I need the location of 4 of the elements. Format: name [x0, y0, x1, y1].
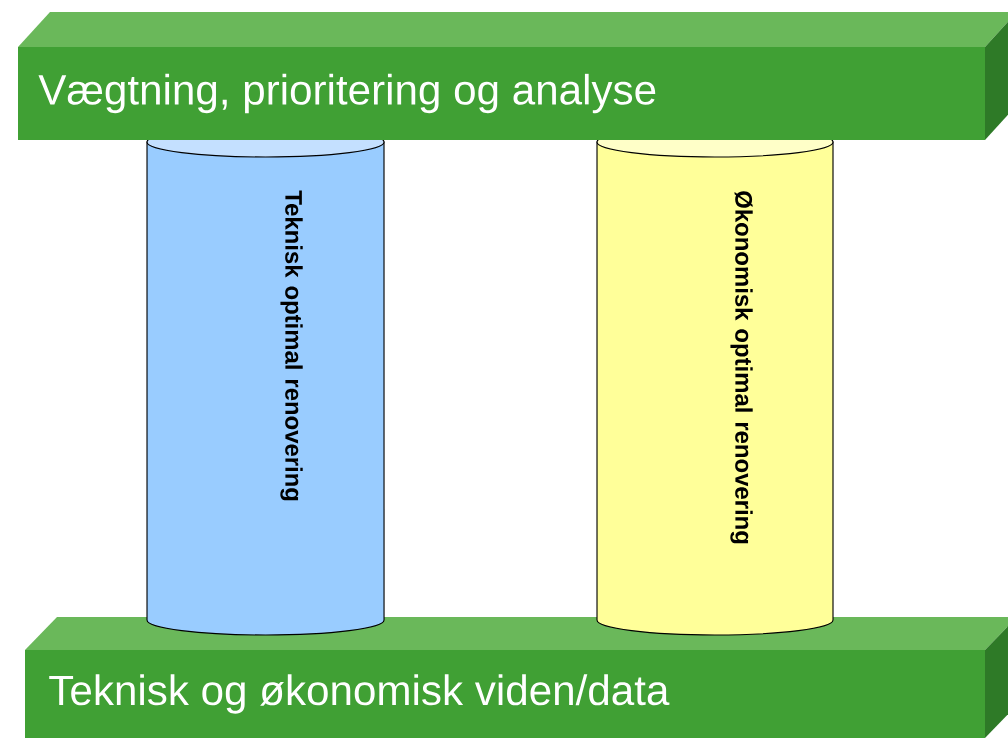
- band: Vægtning, prioritering og analyse: [18, 12, 1008, 140]
- cylinder: Teknisk optimal renovering: [146, 126, 385, 636]
- band: Teknisk og økonomisk viden/data: [25, 617, 1008, 738]
- cylinder: Økonomisk optimal renovering: [596, 126, 834, 636]
